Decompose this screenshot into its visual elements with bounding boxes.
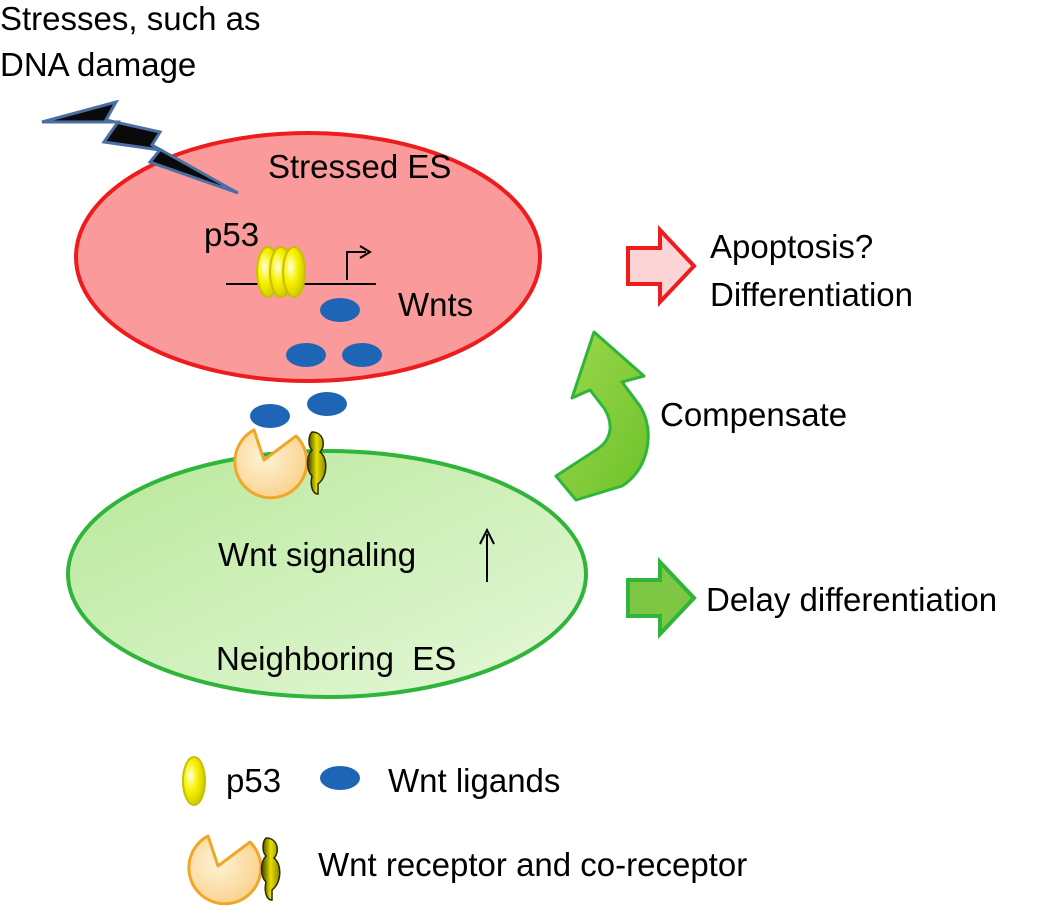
legend-co-receptor-icon: [260, 837, 281, 901]
wnt-ligand: [307, 392, 347, 416]
outcome-delay-differentiation: Delay differentiation: [706, 581, 997, 618]
stressed-outcome-arrow-icon: [626, 224, 697, 308]
legend-receptor-label: Wnt receptor and co-receptor: [318, 846, 747, 883]
compensate-label: Compensate: [660, 396, 847, 433]
p53-label: p53: [204, 216, 259, 253]
wnt-ligand: [250, 404, 290, 428]
promoter-arrowhead: [359, 245, 372, 259]
outcome-apoptosis: Apoptosis?: [710, 228, 873, 265]
promoter-arrow-icon: [346, 251, 366, 280]
up-arrow-icon: [479, 527, 495, 545]
compensate-arrow-icon: [554, 330, 650, 502]
legend: p53 Wnt ligands Wnt receptor and co-rece…: [182, 756, 747, 906]
stress-label-line1: Stresses, such as: [0, 0, 260, 37]
wnt-ligand: [320, 298, 360, 322]
outcome-differentiation: Differentiation: [710, 276, 913, 313]
p53-complex: [256, 246, 306, 298]
neighboring-cell-label: Neighboring ES: [216, 640, 456, 677]
wnt-co-receptor-icon: [306, 431, 327, 495]
stress-label-line2: DNA damage: [0, 46, 196, 83]
wnts-label: Wnts: [398, 286, 473, 323]
stressed-cell: [74, 131, 542, 383]
neighboring-cell: [66, 449, 588, 699]
stressed-cell-label: Stressed ES: [268, 148, 451, 185]
legend-receptor-icon: [187, 834, 263, 906]
lightning-bolt-icon: [41, 99, 239, 195]
legend-p53-label: p53: [226, 762, 281, 799]
wnt-signaling-label: Wnt signaling: [218, 536, 416, 573]
wnt-ligand: [342, 343, 382, 367]
neighbor-outcome-arrow-icon: [626, 556, 697, 640]
legend-wnt-ligand-icon: [320, 766, 360, 790]
wnt-ligand: [286, 343, 326, 367]
legend-wnt-ligands-label: Wnt ligands: [388, 762, 560, 799]
wnt-receptor-icon: [233, 428, 309, 500]
legend-p53-icon: [182, 756, 206, 806]
